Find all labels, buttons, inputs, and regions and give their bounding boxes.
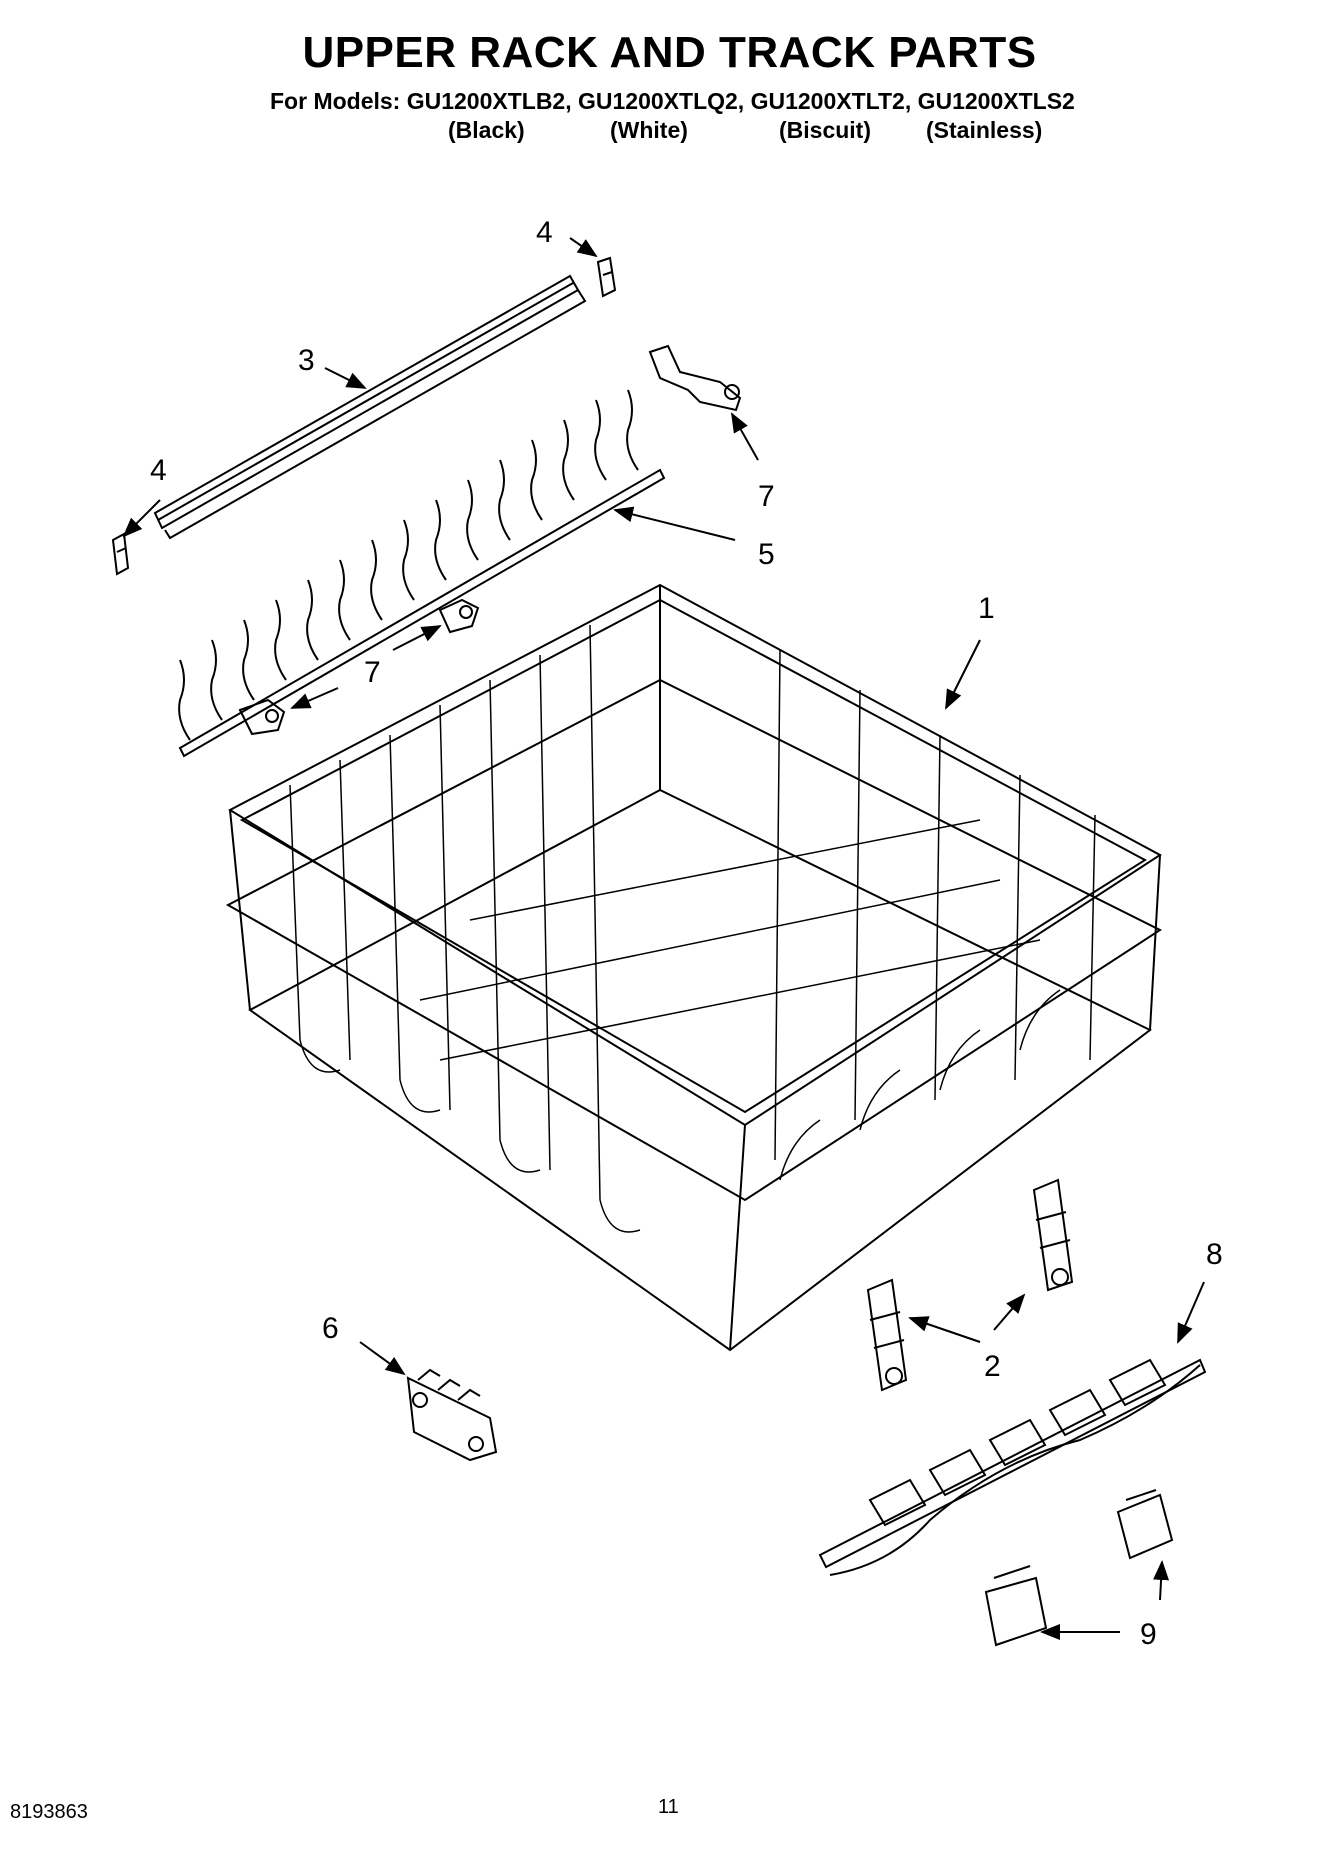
- part-stop-bracket: [406, 1368, 498, 1462]
- callout-2a: 2: [984, 1350, 1001, 1383]
- callout-1: 1: [978, 592, 995, 625]
- page-number: 11: [658, 1796, 679, 1818]
- callout-5: 5: [758, 538, 775, 571]
- part-track-cap-right: [1116, 1489, 1174, 1560]
- callout-4-top: 4: [536, 216, 553, 249]
- part-track-cap-left: [984, 1565, 1048, 1647]
- callout-6: 6: [322, 1312, 339, 1345]
- callout-7-upper: 7: [758, 480, 775, 513]
- color-white: (White): [610, 117, 688, 143]
- callout-3: 3: [298, 344, 315, 377]
- callout-4-left: 4: [150, 454, 167, 487]
- part-roller-upper: [1032, 1178, 1074, 1292]
- part-roller-lower: [866, 1278, 908, 1392]
- color-black: (Black): [448, 117, 525, 143]
- part-clip-middle: [438, 598, 480, 634]
- callouts: 1 2 2 3 4 4 5 6 7 7 8 9: [150, 216, 1223, 1651]
- part-rail: [153, 274, 587, 540]
- page-title: UPPER RACK AND TRACK PARTS: [302, 28, 1037, 77]
- part-end-cap-top: [596, 256, 617, 298]
- part-upper-rack: [225, 583, 1163, 1352]
- part-end-cap-left: [111, 532, 130, 576]
- models-line: For Models: GU1200XTLB2, GU1200XTLQ2, GU…: [270, 88, 1075, 114]
- color-biscuit: (Biscuit): [779, 117, 871, 143]
- callout-9: 9: [1140, 1618, 1157, 1651]
- leader-arrows: [122, 237, 1205, 1640]
- color-stainless: (Stainless): [926, 117, 1043, 143]
- part-spacer-rack: [818, 1358, 1207, 1576]
- part-tine-row: [178, 389, 666, 758]
- part-clip-lower: [238, 698, 286, 736]
- part-clip-upper: [648, 344, 742, 412]
- document-number: 8193863: [10, 1801, 88, 1823]
- callout-7-lower: 7: [364, 656, 381, 689]
- callout-8: 8: [1206, 1238, 1223, 1271]
